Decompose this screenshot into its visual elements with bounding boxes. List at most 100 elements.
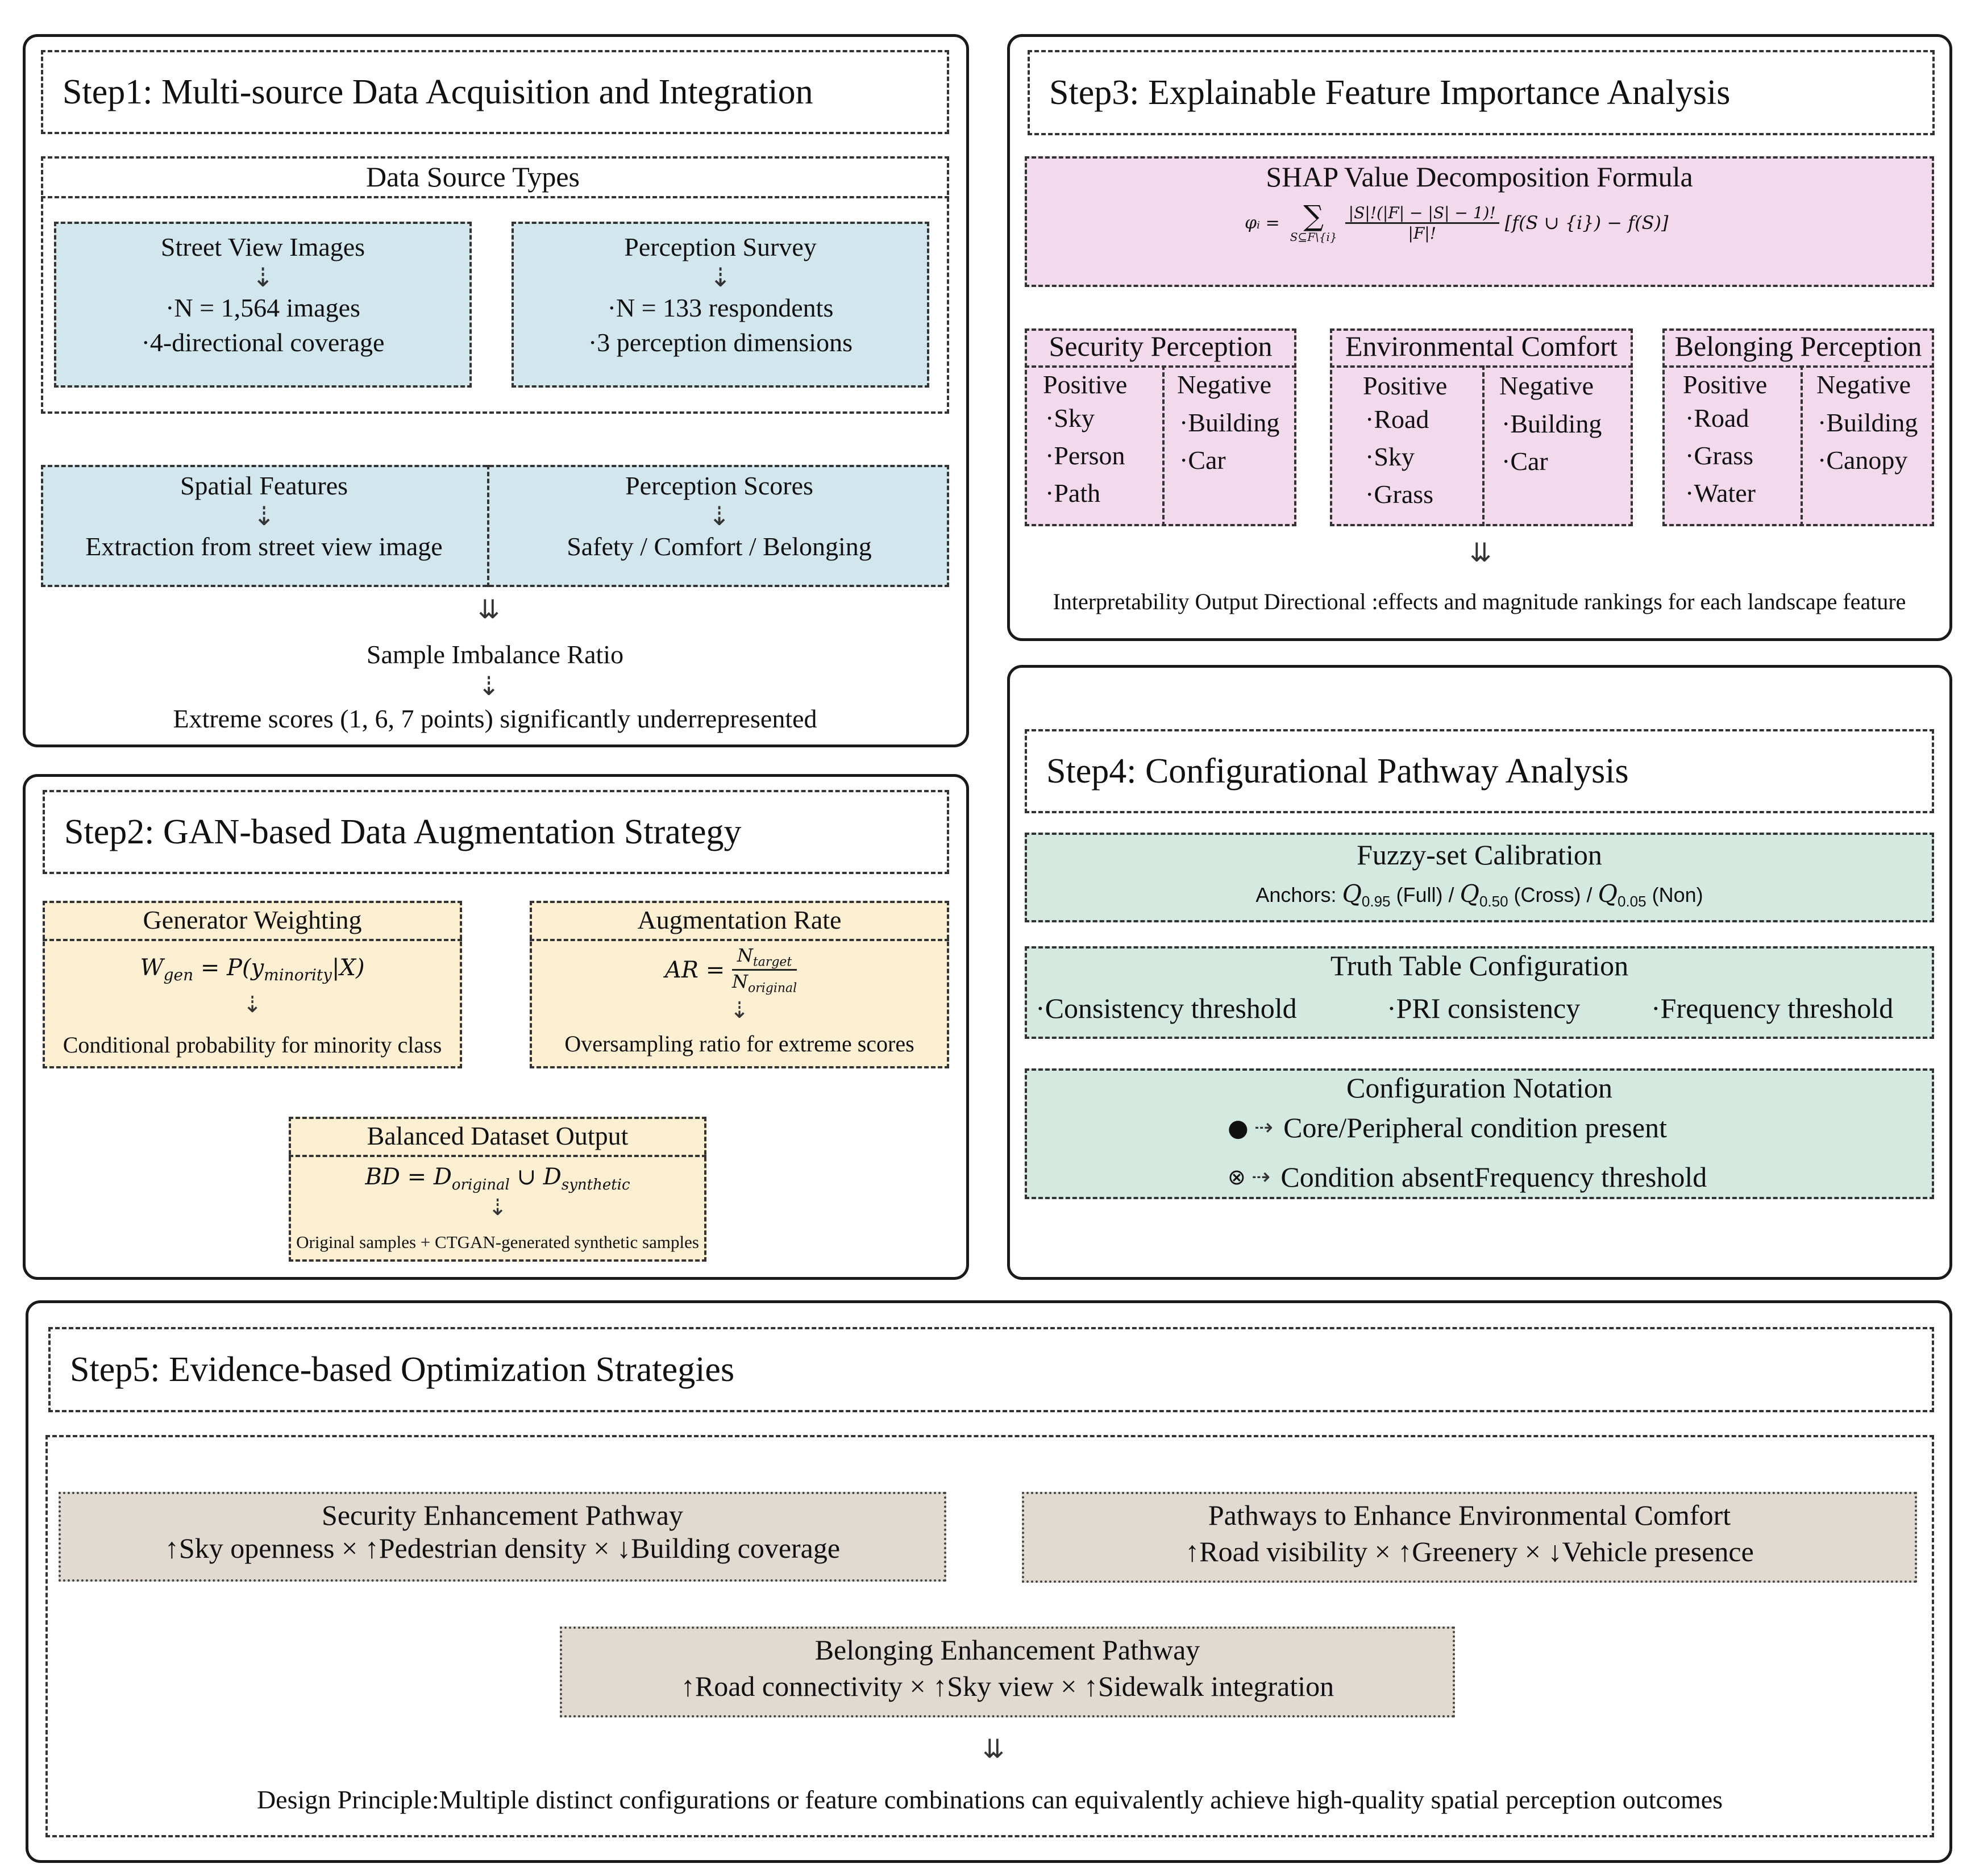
security-positive-col: Positive ·Sky ·Person ·Path <box>1025 369 1162 512</box>
step5-content-box <box>45 1435 1934 1837</box>
security-negative-label: Negative <box>1177 370 1272 399</box>
list-item: ·Grass <box>1685 441 1754 470</box>
right-arrow-icon: ⇢ <box>1254 1114 1274 1141</box>
shap-formula-box <box>1025 156 1934 287</box>
double-down-arrow-icon: ⇊ <box>982 1733 1005 1764</box>
street-view-title: Street View Images <box>160 232 365 261</box>
belonging-perception-title: Belonging Perception <box>1674 330 1922 362</box>
formula-bd: BD = D <box>365 1164 452 1190</box>
spatial-features-title: Spatial Features <box>180 471 348 500</box>
double-down-arrow-icon: ⇊ <box>477 594 500 625</box>
belonging-negative-list: ·Building ·Canopy <box>1803 404 1934 479</box>
extreme-scores-note: Extreme scores (1, 6, 7 points) signific… <box>173 704 817 733</box>
augmentation-rate-title: Augmentation Rate <box>637 905 842 934</box>
comfort-pathway-title: Pathways to Enhance Environmental Comfor… <box>1208 1499 1731 1531</box>
list-item: ·Car <box>1502 447 1548 476</box>
security-col-divider <box>1162 365 1165 526</box>
list-item: ·Sky <box>1365 442 1415 471</box>
sample-imbalance-ratio: Sample Imbalance Ratio <box>366 640 624 669</box>
data-source-types-box <box>41 156 949 414</box>
generator-formula: Wgen = P(yminority|X) <box>43 955 462 984</box>
truth-table-box <box>1025 946 1934 1039</box>
design-principle: Design Principle:Multiple distinct confi… <box>256 1785 1723 1814</box>
down-arrow-icon: ⇣ <box>708 501 730 531</box>
step2-title: Step2: GAN-based Data Augmentation Strat… <box>43 790 949 874</box>
comfort-col-divider <box>1482 365 1485 526</box>
comfort-positive-label: Positive <box>1363 371 1448 400</box>
truth-item-frequency: ·Frequency threshold <box>1651 992 1894 1024</box>
belonging-negative-col: Negative ·Building ·Canopy <box>1803 369 1934 479</box>
spatial-features-desc: Extraction from street view image <box>85 532 443 561</box>
q50-sub: 0.50 <box>1479 893 1508 910</box>
augmentation-fraction: Ntarget Noriginal <box>731 945 797 996</box>
shap-title: SHAP Value Decomposition Formula <box>1266 161 1693 193</box>
synthetic-sub: synthetic <box>561 1176 630 1193</box>
shap-phi: φᵢ = <box>1245 213 1280 233</box>
comfort-negative-list: ·Building ·Car <box>1485 405 1633 480</box>
notation-absent-label: Condition absentFrequency threshold <box>1280 1161 1707 1193</box>
formula-minority-sub: minority <box>264 966 332 984</box>
formula-w: W <box>140 955 164 981</box>
formula-x: |X) <box>331 955 365 981</box>
comfort-pathway-box: Pathways to Enhance Environmental Comfor… <box>1022 1492 1917 1583</box>
comfort-positive-col: Positive ·Road ·Sky ·Grass <box>1330 371 1482 513</box>
sum-subscript: S⊆F\{i} <box>1290 230 1337 244</box>
shap-denominator: |F|! <box>1408 223 1436 243</box>
belonging-pathway-box: Belonging Enhancement Pathway ↑Road conn… <box>560 1627 1455 1717</box>
formula-union: ∪ D <box>509 1164 562 1190</box>
step3-title: Step3: Explainable Feature Importance An… <box>1028 50 1935 135</box>
num-target-sub: target <box>752 955 792 970</box>
security-header-divider <box>1025 365 1296 368</box>
list-item: ·Car <box>1179 446 1226 475</box>
balanced-desc: Original samples + CTGAN-generated synth… <box>296 1232 699 1252</box>
cross-label: (Cross) / <box>1508 883 1598 906</box>
list-item: ·Grass <box>1365 480 1434 509</box>
truth-item-pri: ·PRI consistency <box>1387 992 1581 1024</box>
spatial-perception-row <box>41 465 949 587</box>
comfort-positive-list: ·Road ·Sky ·Grass <box>1330 401 1482 513</box>
anchors-label: Anchors: <box>1255 883 1342 906</box>
q95-sub: 0.95 <box>1361 893 1391 910</box>
balanced-divider <box>289 1155 706 1157</box>
configuration-notation-title: Configuration Notation <box>1346 1072 1612 1104</box>
perception-scores-cell: Perception Scores ⇣ Safety / Comfort / B… <box>489 471 949 561</box>
generator-weighting-box <box>43 901 462 1068</box>
list-item: ·Water <box>1685 479 1756 508</box>
belonging-positive-col: Positive ·Road ·Grass ·Water <box>1662 369 1801 512</box>
formula-ar: AR = <box>665 956 732 983</box>
generator-desc: Conditional probability for minority cla… <box>63 1032 442 1058</box>
belonging-pathway-title: Belonging Enhancement Pathway <box>814 1634 1200 1666</box>
down-arrow-icon: ⇣ <box>252 262 274 293</box>
security-perception-title: Security Perception <box>1049 330 1273 362</box>
comfort-negative-label: Negative <box>1499 371 1594 400</box>
calibration-anchors: Anchors: Q0.95 (Full) / Q0.50 (Cross) / … <box>1025 880 1934 910</box>
shap-sum: ∑ S⊆F\{i} <box>1290 202 1337 244</box>
security-positive-list: ·Sky ·Person ·Path <box>1025 400 1162 512</box>
comfort-header-divider <box>1330 365 1633 368</box>
circled-times-icon: ⊗ <box>1228 1164 1246 1189</box>
data-source-types-label: Data Source Types <box>365 161 580 193</box>
spatial-features-cell: Spatial Features ⇣ Extraction from stree… <box>41 471 487 561</box>
num-n: N <box>737 945 753 966</box>
belonging-positive-label: Positive <box>1683 370 1768 399</box>
right-arrow-icon: ⇢ <box>1251 1164 1271 1190</box>
environmental-comfort-group <box>1330 328 1633 526</box>
double-down-arrow-icon: ⇊ <box>1469 537 1492 568</box>
fuzzy-set-title: Fuzzy-set Calibration <box>1357 839 1602 871</box>
truth-item-consistency: ·Consistency threshold <box>1036 992 1297 1024</box>
perception-survey-box: Perception Survey ⇣ ·N = 133 respondents… <box>512 222 929 388</box>
fuzzy-set-calibration-box <box>1025 833 1934 922</box>
q-symbol: Q <box>1598 880 1618 908</box>
belonging-negative-label: Negative <box>1816 370 1911 399</box>
list-item: ·Building <box>1502 409 1602 438</box>
shap-fraction: |S|!(|F| − |S| − 1)! |F|! <box>1345 203 1499 243</box>
list-item: ·Building <box>1179 408 1280 437</box>
step5-title: Step5: Evidence-based Optimization Strat… <box>48 1327 1934 1412</box>
list-item: ·Canopy <box>1818 446 1908 475</box>
non-label: (Non) <box>1646 883 1703 906</box>
q05-sub: 0.05 <box>1617 893 1646 910</box>
step4-title: Step4: Configurational Pathway Analysis <box>1025 729 1934 813</box>
generator-weighting-title: Generator Weighting <box>143 905 362 934</box>
spatial-perception-divider <box>487 465 489 587</box>
formula-p: = P(y <box>193 955 264 981</box>
